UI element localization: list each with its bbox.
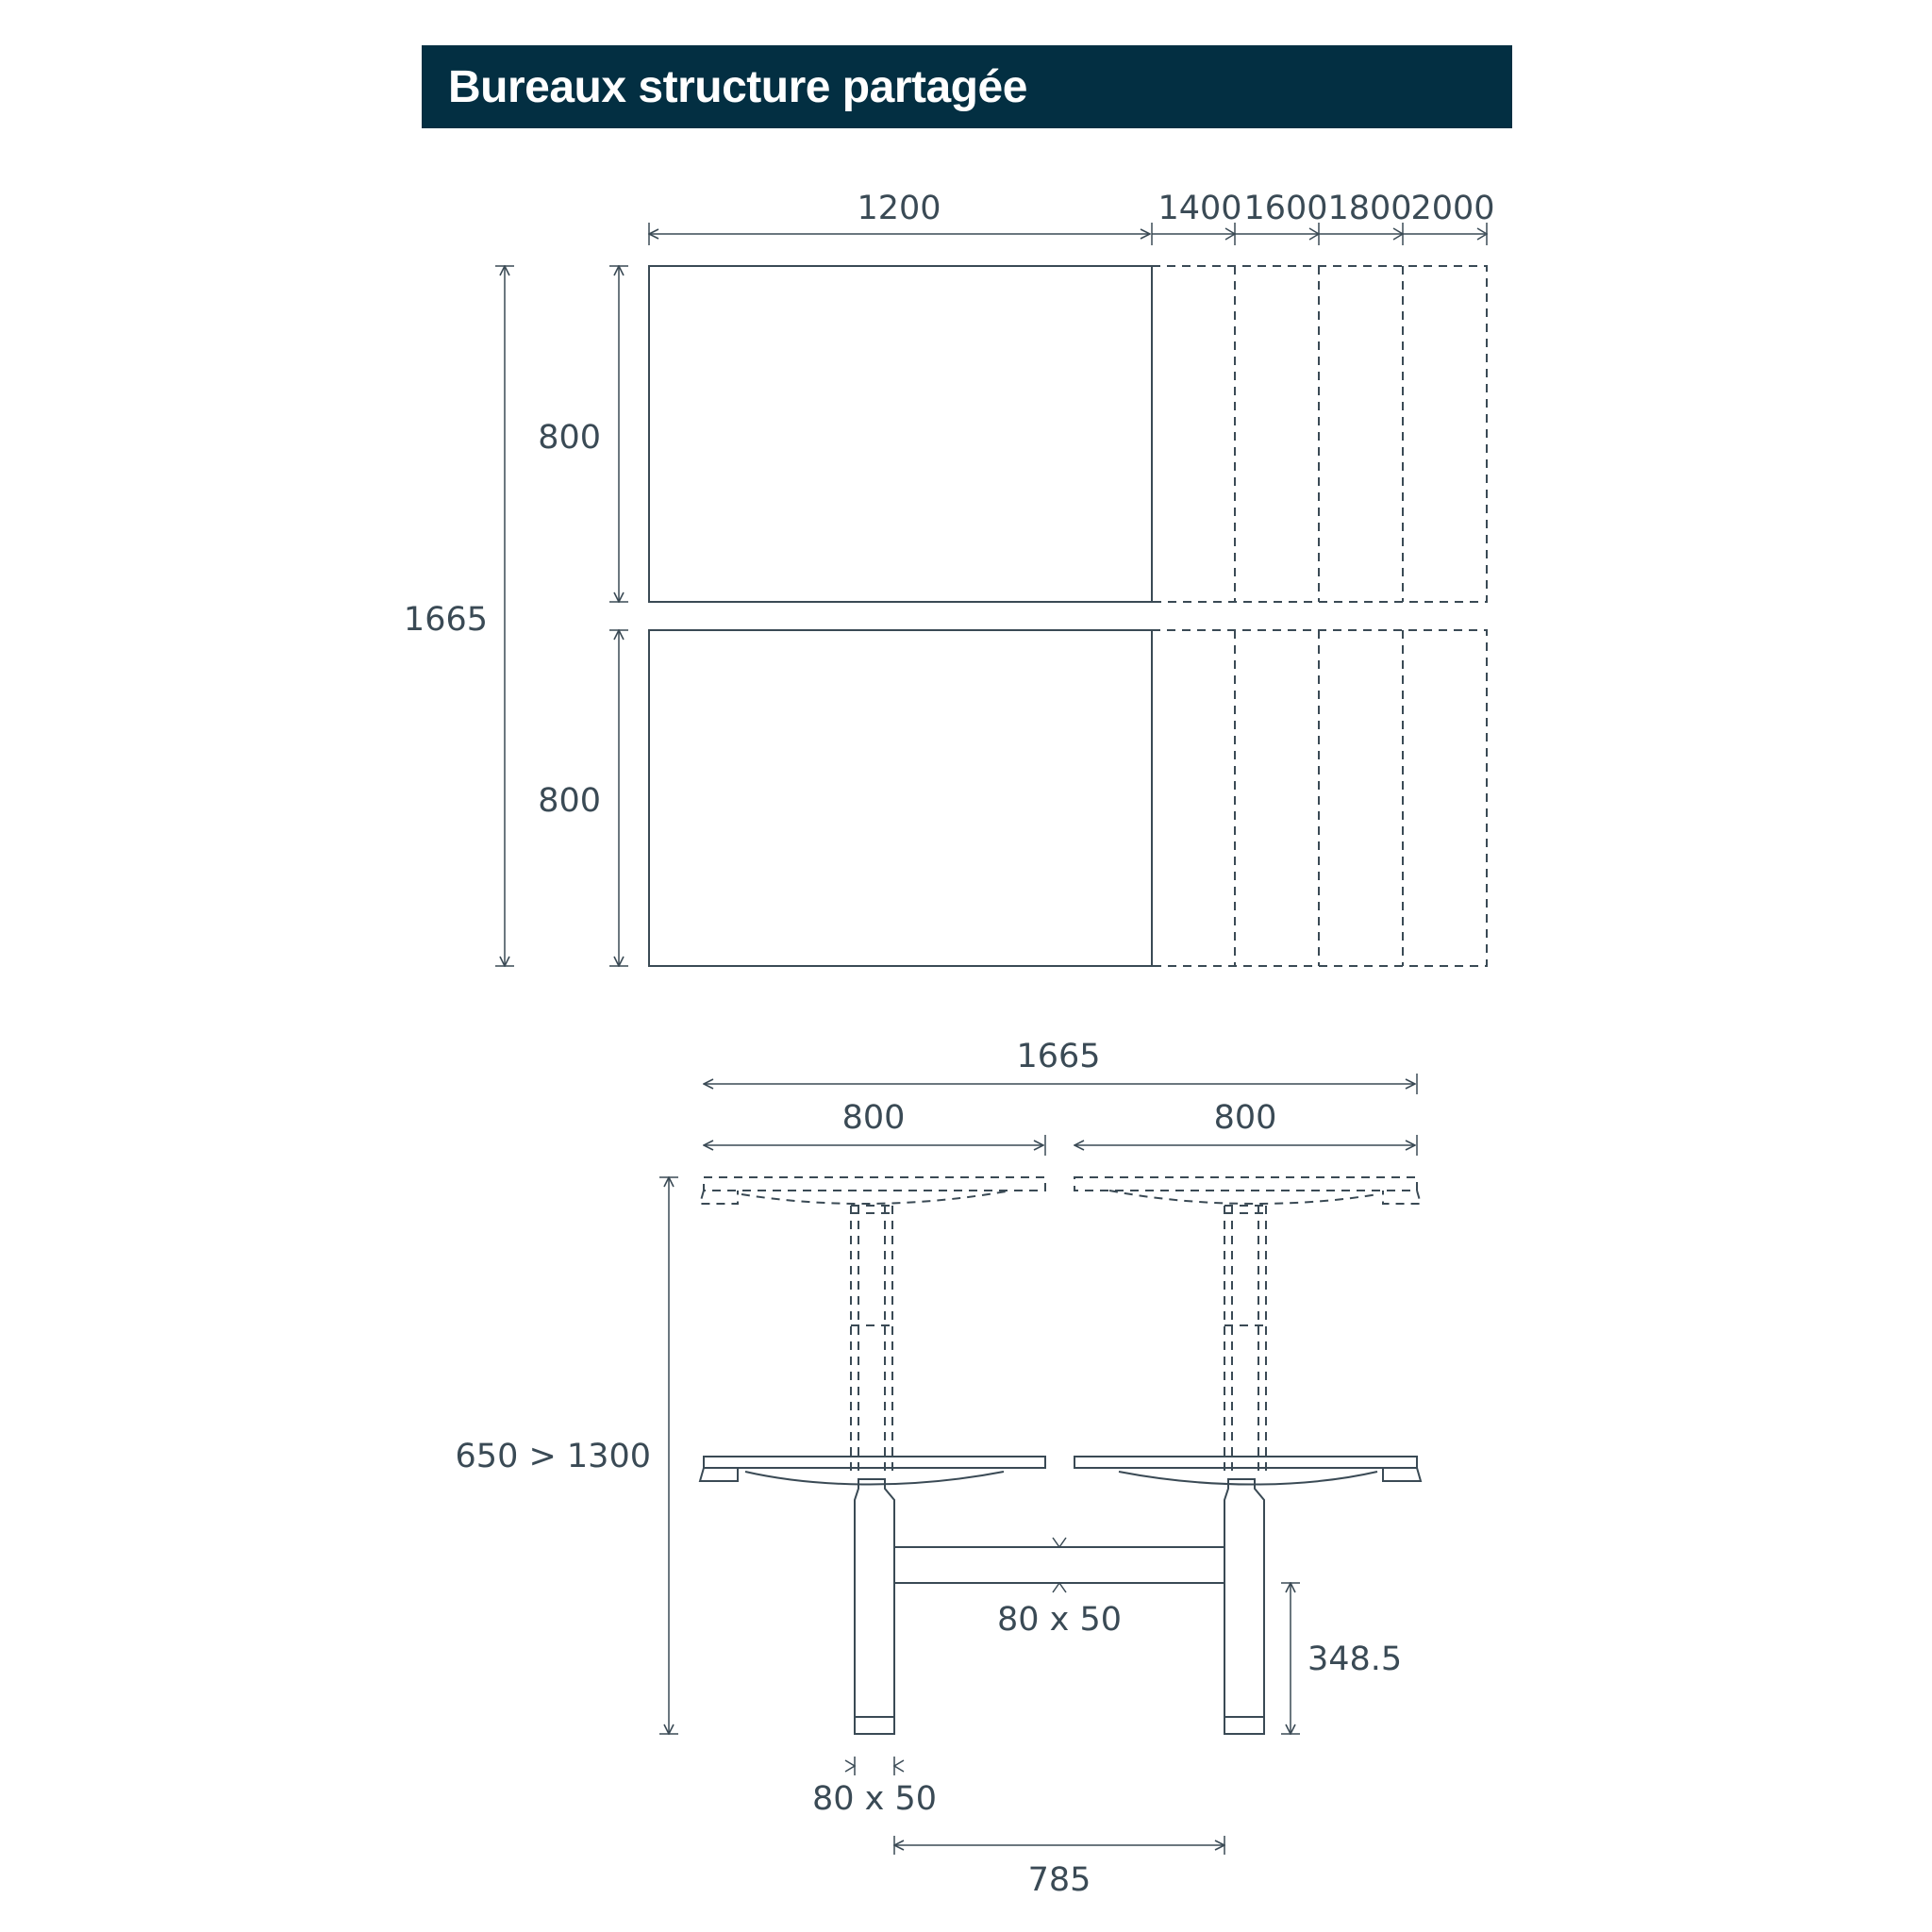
width-1800-label: 1800 (1327, 190, 1411, 227)
right-top-width-label: 800 (1214, 1099, 1277, 1137)
desktop-top (648, 265, 1153, 603)
width-1400-label: 1400 (1158, 190, 1241, 227)
crossbar-section-markers (1052, 1537, 1067, 1593)
leg-section-label: 80 x 50 (812, 1780, 937, 1818)
leg-section-markers (844, 1757, 905, 1775)
crossbar (894, 1537, 1224, 1593)
width-2000-label: 2000 (1410, 190, 1494, 227)
width-1200-label: 1200 (857, 190, 941, 227)
side-view: 1665 800 800 (456, 1038, 1423, 1899)
lowered-desktop-position (698, 1456, 1423, 1486)
height-range-label: 650 > 1300 (456, 1438, 651, 1475)
crossbar-section-label: 80 x 50 (997, 1601, 1122, 1639)
leg-spacing-label: 785 (1028, 1861, 1091, 1899)
depth-top-label: 800 (538, 419, 601, 457)
raised-desktop-position (698, 1176, 1423, 1472)
title-bar: Bureaux structure partagée (422, 45, 1512, 128)
top-view: 1200 1400 1600 1800 2000 800 800 1665 (404, 190, 1495, 967)
depth-total-label: 1665 (404, 601, 488, 639)
depth-bottom-label: 800 (538, 782, 601, 820)
total-width-label: 1665 (1016, 1038, 1100, 1075)
optional-width-extensions (1152, 265, 1488, 967)
desktop-bottom (648, 629, 1153, 967)
page-title: Bureaux structure partagée (448, 61, 1027, 112)
table-legs (854, 1478, 1265, 1735)
left-top-width-label: 800 (842, 1099, 906, 1137)
width-1600-label: 1600 (1243, 190, 1327, 227)
crossbar-height-label: 348.5 (1307, 1641, 1402, 1678)
